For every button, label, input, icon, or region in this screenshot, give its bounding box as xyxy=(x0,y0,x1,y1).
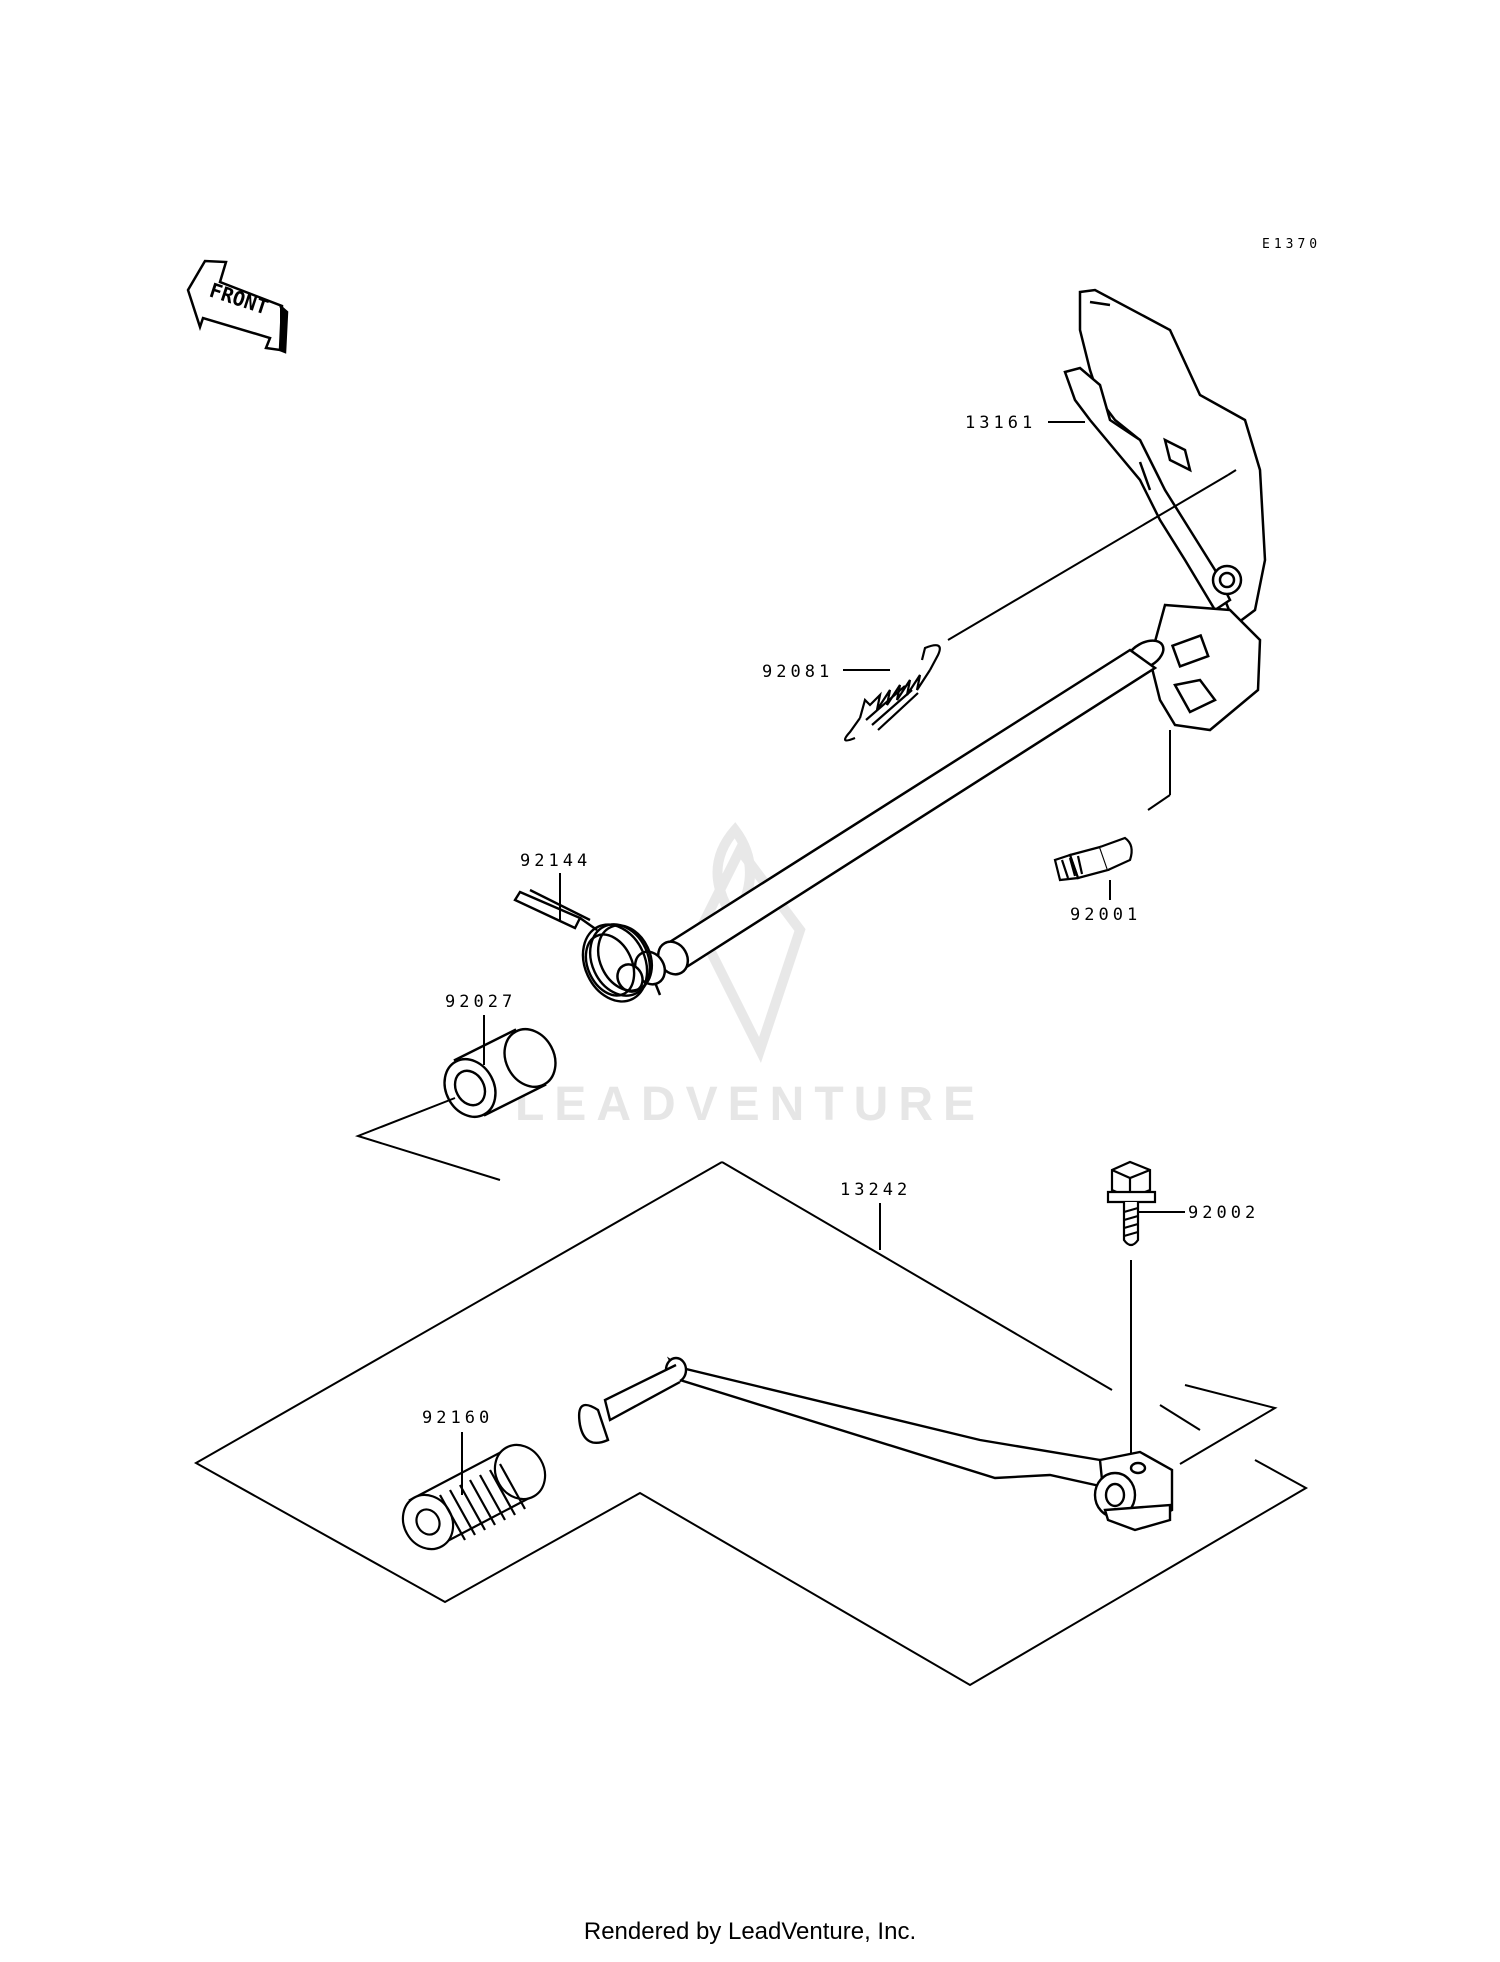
watermark-text: LEADVENTURE xyxy=(515,1078,985,1131)
label-92027: 92027 xyxy=(445,992,516,1065)
label-13161: 13161 xyxy=(965,413,1085,433)
label-92001: 92001 xyxy=(1070,730,1171,925)
svg-text:92160: 92160 xyxy=(422,1408,493,1428)
svg-text:92144: 92144 xyxy=(520,851,591,871)
leader-92081 xyxy=(947,474,1229,641)
svg-text:92027: 92027 xyxy=(445,992,516,1012)
footer-credit: Rendered by LeadVenture, Inc. xyxy=(583,1918,917,1945)
svg-text:13161: 13161 xyxy=(965,413,1036,433)
shift-arm-plate-13161 xyxy=(1063,288,1267,627)
bolt-92002 xyxy=(1106,1160,1157,1247)
label-13242: 13242 xyxy=(840,1180,911,1250)
shift-pedal-13242 xyxy=(577,1356,1174,1532)
shift-shaft xyxy=(616,603,1262,996)
front-arrow-icon: FRONT xyxy=(186,259,289,354)
collar-92027 xyxy=(443,1028,557,1118)
torsion-spring-92144 xyxy=(513,888,654,1003)
pedal-rubber-92160 xyxy=(401,1443,547,1551)
assembly-outline xyxy=(193,1161,1309,1687)
assembly-line-upper xyxy=(354,1097,501,1181)
label-92160: 92160 xyxy=(422,1408,493,1495)
label-92081: 92081 xyxy=(762,662,890,682)
diagram-code: E1370 xyxy=(1262,237,1321,252)
stud-bolt-92001 xyxy=(1053,836,1133,882)
return-spring-92081 xyxy=(843,644,941,742)
svg-text:13242: 13242 xyxy=(840,1180,911,1200)
svg-text:92081: 92081 xyxy=(762,662,833,682)
label-92144: 92144 xyxy=(520,851,591,922)
label-92002: 92002 xyxy=(1138,1203,1259,1223)
svg-text:92002: 92002 xyxy=(1188,1203,1259,1223)
svg-text:92001: 92001 xyxy=(1070,905,1141,925)
